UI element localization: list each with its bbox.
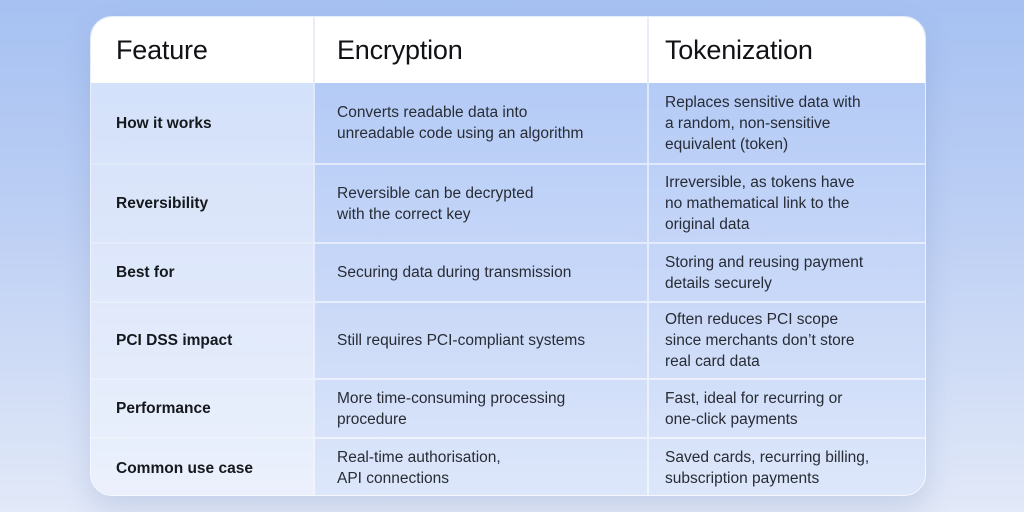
column-header-tokenization: Tokenization bbox=[647, 17, 925, 83]
encryption-cell: Still requires PCI-compliant systems bbox=[313, 303, 647, 378]
tokenization-cell: Fast, ideal for recurring or one-click p… bbox=[647, 380, 925, 437]
encryption-cell: Converts readable data into unreadable c… bbox=[313, 83, 647, 163]
tokenization-cell: Replaces sensitive data with a random, n… bbox=[647, 83, 925, 163]
feature-cell: Performance bbox=[91, 380, 313, 437]
feature-cell: PCI DSS impact bbox=[91, 303, 313, 378]
tokenization-cell: Saved cards, recurring billing, subscrip… bbox=[647, 439, 925, 495]
tokenization-cell: Storing and reusing payment details secu… bbox=[647, 244, 925, 301]
tokenization-cell: Irreversible, as tokens have no mathemat… bbox=[647, 165, 925, 242]
column-header-feature: Feature bbox=[116, 34, 208, 65]
column-header-encryption: Encryption bbox=[313, 17, 647, 83]
feature-cell: How it works bbox=[91, 83, 313, 163]
encryption-cell: Securing data during transmission bbox=[313, 244, 647, 301]
encryption-cell: Reversible can be decrypted with the cor… bbox=[313, 165, 647, 242]
encryption-cell: More time-consuming processing procedure bbox=[313, 380, 647, 437]
feature-cell: Reversibility bbox=[91, 165, 313, 242]
table-header-row: Feature Encryption Tokenization bbox=[91, 17, 925, 83]
comparison-table-card: Feature Encryption Tokenization How it w… bbox=[90, 16, 926, 496]
encryption-cell: Real-time authorisation, API connections bbox=[313, 439, 647, 495]
feature-cell: Common use case bbox=[91, 439, 313, 495]
tokenization-cell: Often reduces PCI scope since merchants … bbox=[647, 303, 925, 378]
feature-cell: Best for bbox=[91, 244, 313, 301]
